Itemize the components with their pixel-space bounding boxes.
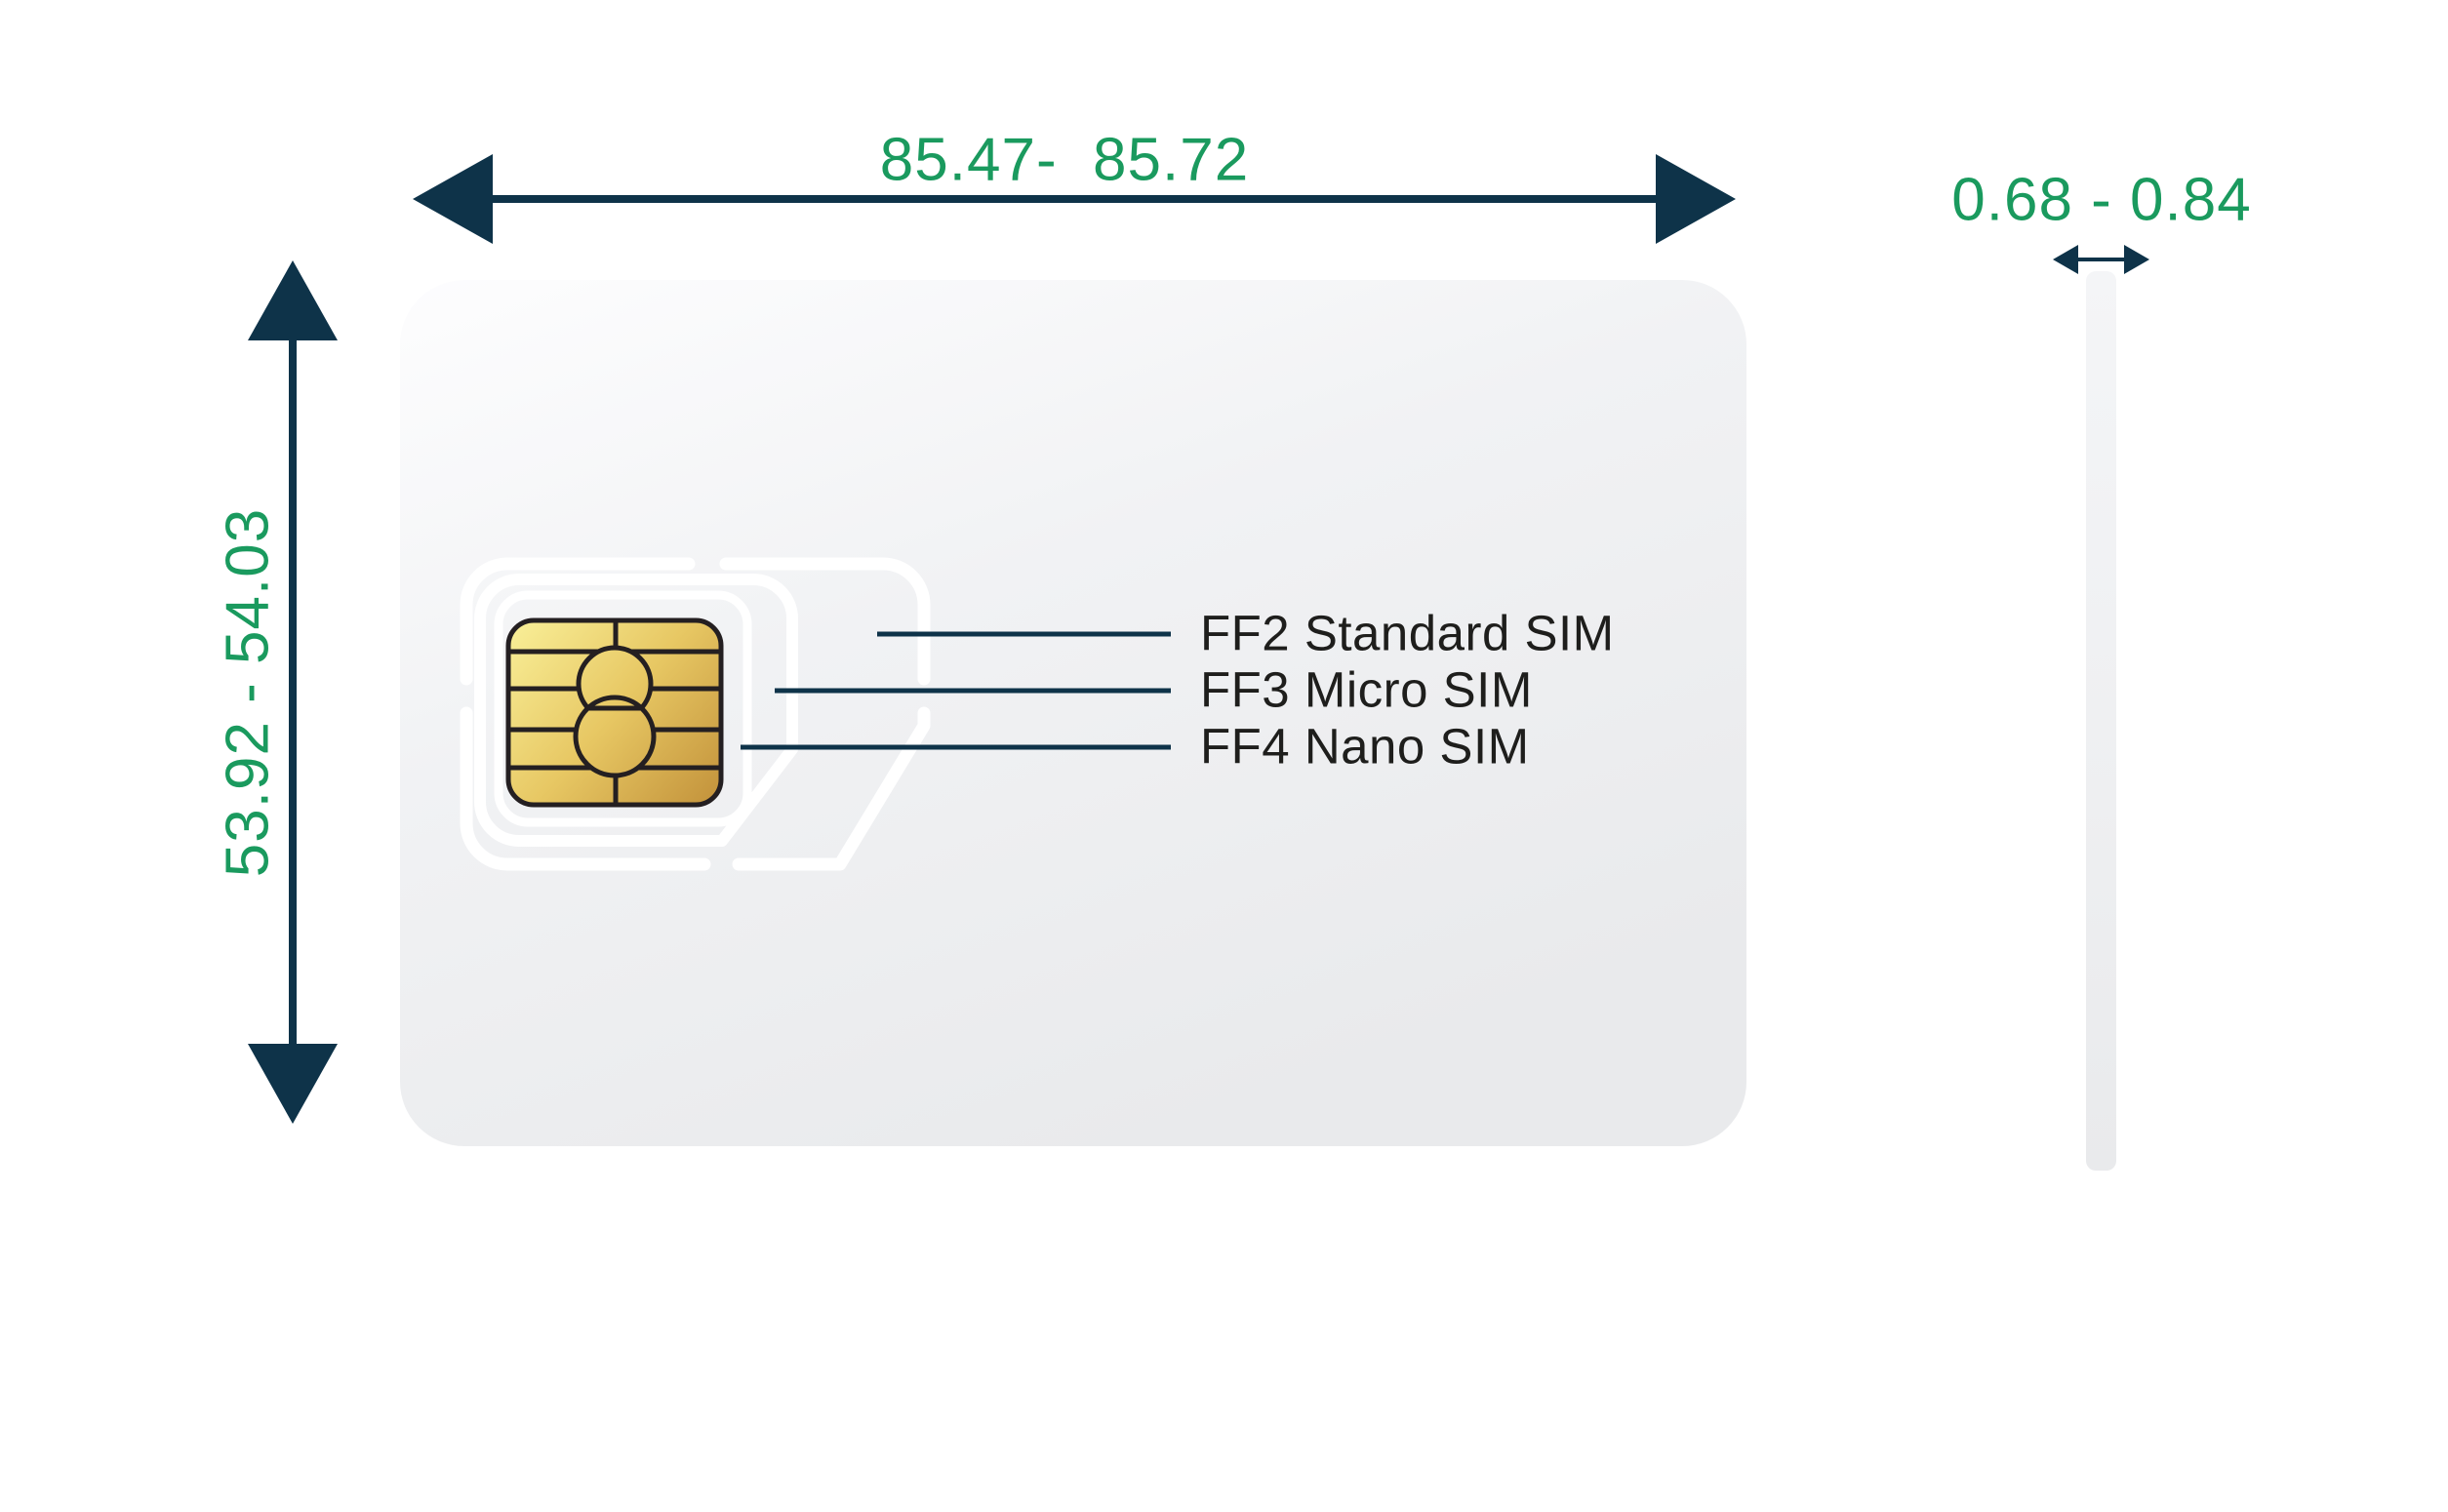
width-arrow-left-head (413, 154, 493, 244)
chip-center-circle-bottom (573, 695, 657, 778)
ff3-micro-outline (474, 574, 798, 847)
ff2-standard-sim-label: FF2 Standard SIM (1200, 605, 1615, 661)
width-arrow-right-head (1656, 154, 1736, 244)
height-dimension-label: 53.92 - 54.03 (214, 507, 282, 878)
thickness-dimension-arrow (2053, 245, 2149, 274)
height-dimension-arrow (248, 260, 338, 1124)
thickness-arrow-line (2072, 258, 2131, 261)
form-factor-cutout-outlines (460, 557, 931, 871)
ff4-nano-outline (494, 590, 752, 827)
thickness-arrow-right-head (2124, 245, 2149, 274)
ff2-standard-outline (460, 557, 931, 871)
sim-card-side-view (2086, 271, 2116, 1171)
width-arrow-line (488, 195, 1661, 203)
thickness-arrow-left-head (2053, 245, 2078, 274)
sim-chip (505, 617, 724, 808)
height-arrow-top-head (248, 260, 338, 340)
height-arrow-bottom-head (248, 1044, 338, 1124)
ff3-micro-sim-label: FF3 Micro SIM (1200, 661, 1533, 718)
thickness-dimension-label: 0.68 - 0.84 (1951, 166, 2252, 234)
height-arrow-line (289, 336, 297, 1050)
width-dimension-label: 85.47- 85.72 (879, 126, 1250, 194)
ff4-nano-sim-label: FF4 Nano SIM (1200, 718, 1530, 775)
width-dimension-arrow (413, 154, 1736, 244)
sim-card-front (400, 280, 1746, 1146)
label-connector-lines (741, 631, 1171, 750)
